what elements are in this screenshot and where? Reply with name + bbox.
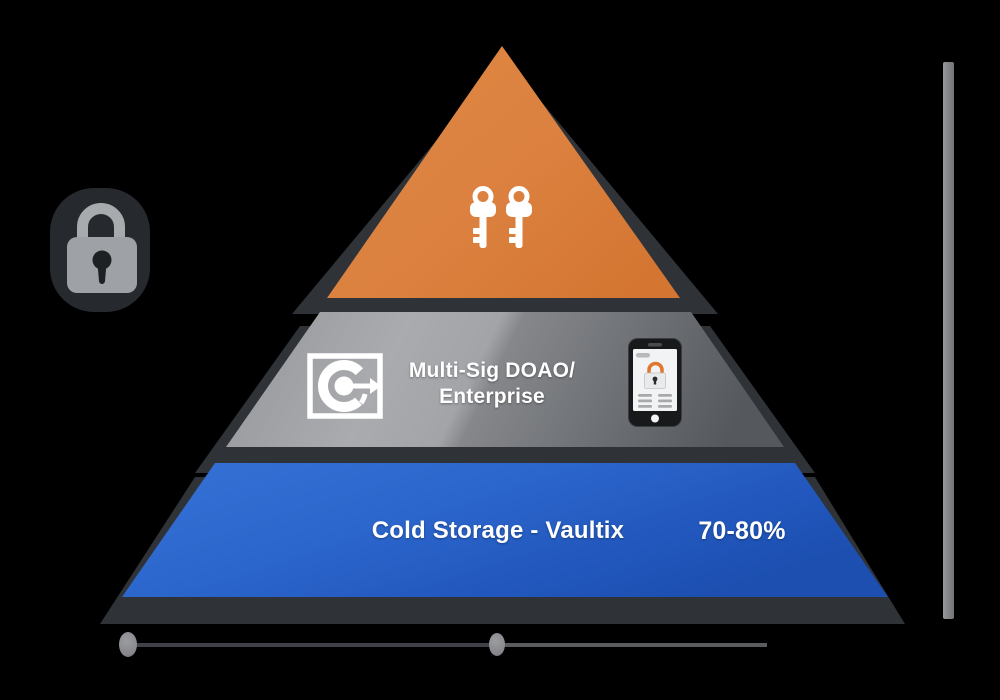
slider-track-left xyxy=(128,643,497,647)
slider-dot-middle[interactable] xyxy=(489,633,505,656)
padlock-icon xyxy=(67,203,137,293)
middle-layer-title-line1: Multi-Sig DOAO/ xyxy=(408,359,576,382)
pyramid-layer-bottom xyxy=(122,463,888,597)
dual-keys-icon xyxy=(468,186,534,250)
middle-layer-title: Multi-Sig DOAO/ Enterprise xyxy=(342,358,642,410)
target-arrow-icon xyxy=(306,352,384,420)
bottom-layer-percentage: 70-80% xyxy=(698,517,786,545)
slider-track-right xyxy=(497,643,767,647)
security-lock-badge xyxy=(50,188,150,312)
pyramid-layer-top xyxy=(327,46,680,298)
vertical-rail[interactable] xyxy=(943,62,954,619)
key-icon xyxy=(506,186,532,248)
middle-layer-title-line2: Enterprise xyxy=(439,385,545,408)
slider-dot-left[interactable] xyxy=(119,632,137,657)
bottom-layer-label: Cold Storage - Vaultix xyxy=(371,517,625,544)
mobile-lock-icon xyxy=(628,338,682,427)
key-icon xyxy=(470,186,496,248)
